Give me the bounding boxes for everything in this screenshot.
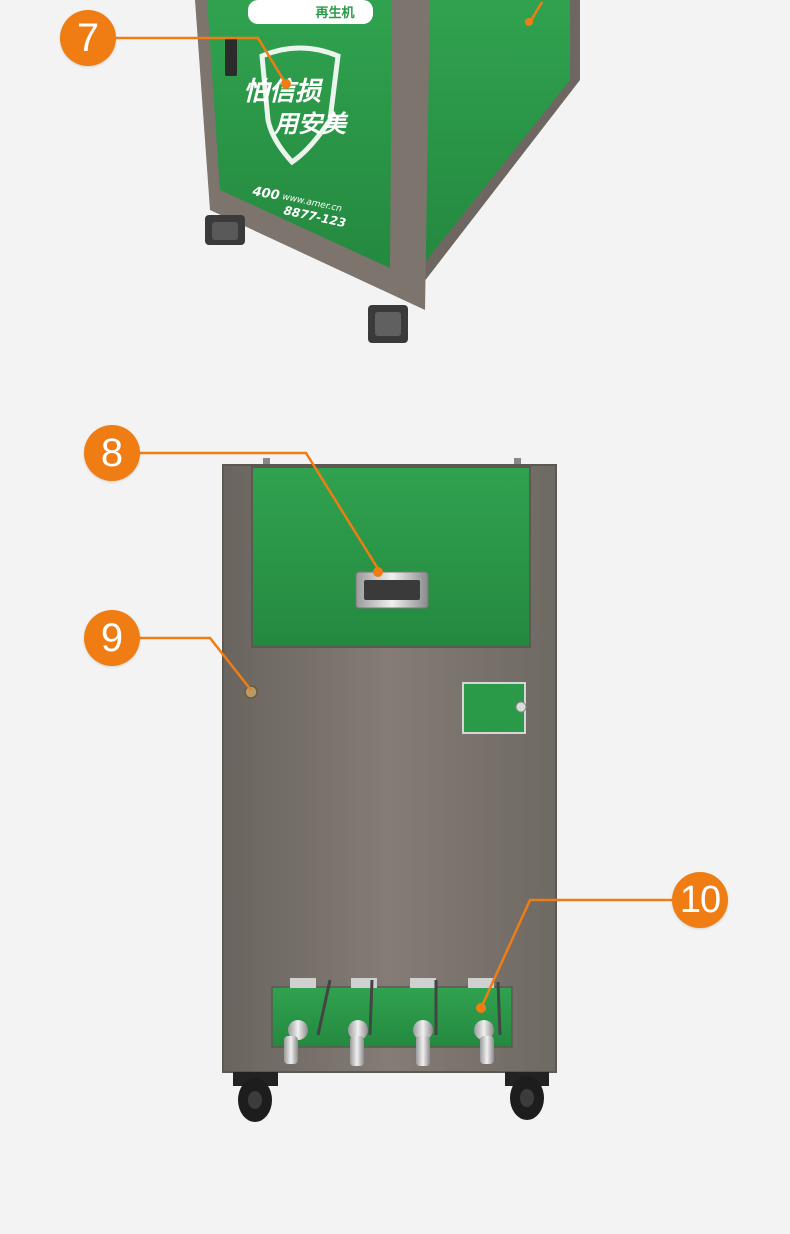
callout-line-9	[140, 636, 252, 691]
drawer-handle	[355, 571, 429, 609]
top-machine: 再生机 怕信损 用安美 400 www.amer.cn 8877-123	[195, 0, 580, 343]
wheel-right	[505, 1072, 549, 1120]
caster-right	[368, 305, 408, 343]
callout-badge-10: 10	[672, 872, 728, 928]
callout-badge-8: 8	[84, 425, 140, 481]
callout-line-8	[140, 451, 382, 573]
model-label: 再生机	[315, 5, 354, 21]
slogan-line-2: 用安美	[273, 110, 349, 138]
bottom-machine	[222, 458, 557, 1122]
valve-2	[348, 979, 374, 1066]
valve-4	[474, 981, 502, 1064]
callout-line-7	[116, 36, 288, 85]
valve-3	[413, 980, 438, 1066]
wheel-left	[233, 1072, 278, 1122]
callout-badge-9: 9	[84, 610, 140, 666]
valve-1	[284, 979, 332, 1064]
callout-lines	[116, 1, 672, 1013]
caster-left	[205, 215, 245, 245]
hotline-prefix: 400	[250, 184, 280, 204]
side-knob	[244, 685, 258, 699]
callout-badge-7: 7	[60, 10, 116, 66]
callout-line-10	[479, 898, 672, 1009]
